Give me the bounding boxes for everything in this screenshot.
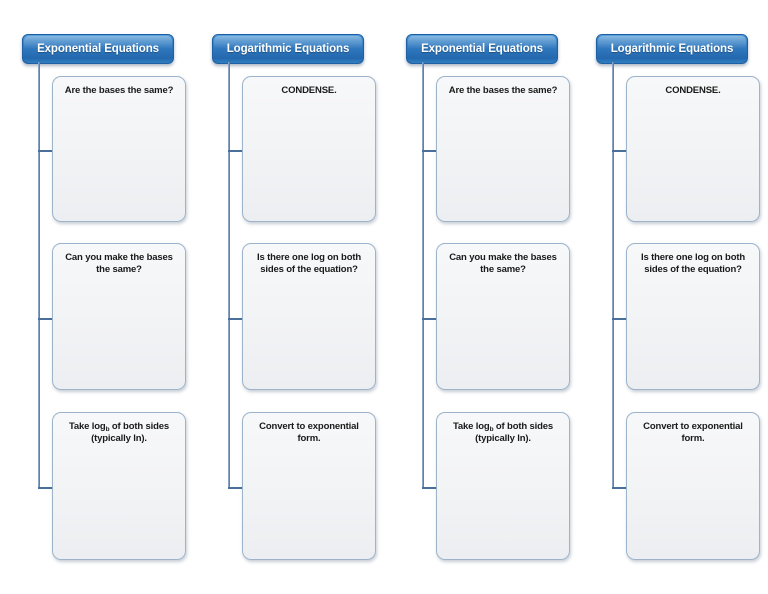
column-header-label: Exponential Equations <box>37 43 159 55</box>
connector-branch-2 <box>612 318 628 320</box>
step-box-2[interactable]: Can you make the bases the same? <box>436 243 570 390</box>
step-box-1-text: CONDENSE. <box>665 85 721 96</box>
step-box-1[interactable]: CONDENSE. <box>242 76 376 222</box>
flowchart-column-logarithmic-left: Logarithmic Equations CONDENSE. Is there… <box>190 0 382 594</box>
step-box-3-text: Take logb of both sides (typically ln). <box>68 421 170 444</box>
step-box-1-text: Are the bases the same? <box>64 85 174 96</box>
log-base-subscript: b <box>105 426 110 433</box>
column-header-logarithmic-right[interactable]: Logarithmic Equations <box>596 34 748 64</box>
step-box-2-text: Can you make the bases the same? <box>449 252 557 275</box>
step-box-1[interactable]: Are the bases the same? <box>52 76 186 222</box>
step-box-3[interactable]: Take logb of both sides (typically ln). <box>436 412 570 560</box>
step-box-2[interactable]: Is there one log on both sides of the eq… <box>626 243 760 390</box>
connector-trunk <box>612 62 614 489</box>
step-box-1-text: Are the bases the same? <box>448 85 558 96</box>
column-header-label: Logarithmic Equations <box>226 43 350 55</box>
step-box-1[interactable]: Are the bases the same? <box>436 76 570 222</box>
connector-branch-1 <box>228 150 244 152</box>
connector-trunk <box>228 62 230 489</box>
column-header-exponential-right[interactable]: Exponential Equations <box>406 34 558 64</box>
connector-branch-2 <box>422 318 438 320</box>
connector-branch-3 <box>228 487 244 489</box>
step-box-3[interactable]: Take logb of both sides (typically ln). <box>52 412 186 560</box>
flowchart-column-logarithmic-right: Logarithmic Equations CONDENSE. Is there… <box>574 0 766 594</box>
column-header-label: Logarithmic Equations <box>610 43 734 55</box>
step-box-2[interactable]: Can you make the bases the same? <box>52 243 186 390</box>
step-box-1[interactable]: CONDENSE. <box>626 76 760 222</box>
connector-branch-3 <box>422 487 438 489</box>
step-box-2-text: Can you make the bases the same? <box>65 252 173 275</box>
connector-branch-1 <box>612 150 628 152</box>
log-base-subscript: b <box>489 426 494 433</box>
connector-branch-2 <box>38 318 54 320</box>
connector-branch-1 <box>422 150 438 152</box>
flowchart-column-exponential-right: Exponential Equations Are the bases the … <box>384 0 576 594</box>
column-header-logarithmic-left[interactable]: Logarithmic Equations <box>212 34 364 64</box>
flowchart-column-exponential-left: Exponential Equations Are the bases the … <box>0 0 192 594</box>
column-header-label: Exponential Equations <box>421 43 543 55</box>
step-box-3-text: Convert to exponential form. <box>259 421 359 444</box>
step-box-3[interactable]: Convert to exponential form. <box>626 412 760 560</box>
connector-branch-1 <box>38 150 54 152</box>
step-box-1-text: CONDENSE. <box>281 85 337 96</box>
connector-branch-3 <box>38 487 54 489</box>
step-box-2-text: Is there one log on both sides of the eq… <box>640 252 746 275</box>
connector-trunk <box>422 62 424 489</box>
step-box-2-text: Is there one log on both sides of the eq… <box>256 252 362 275</box>
connector-branch-3 <box>612 487 628 489</box>
step-box-3-text: Take logb of both sides (typically ln). <box>452 421 554 444</box>
step-box-3-text: Convert to exponential form. <box>643 421 743 444</box>
step-box-3[interactable]: Convert to exponential form. <box>242 412 376 560</box>
step-box-2[interactable]: Is there one log on both sides of the eq… <box>242 243 376 390</box>
connector-branch-2 <box>228 318 244 320</box>
column-header-exponential-left[interactable]: Exponential Equations <box>22 34 174 64</box>
connector-trunk <box>38 62 40 489</box>
